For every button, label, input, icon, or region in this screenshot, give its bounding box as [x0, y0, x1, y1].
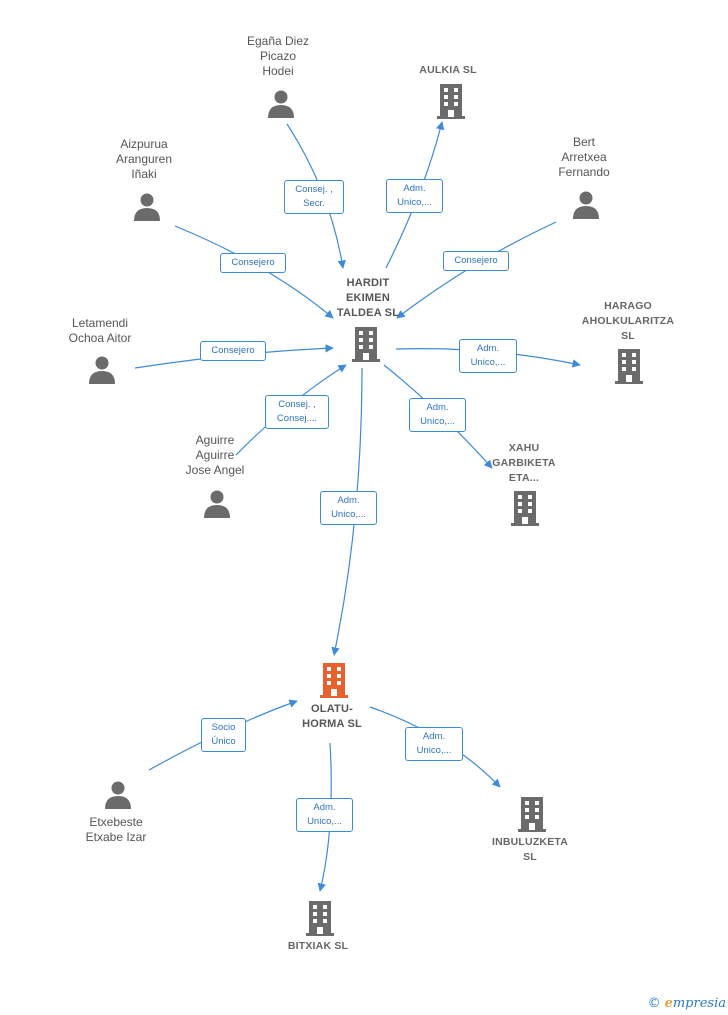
company-label-aulkia[interactable]: AULKIA SL — [419, 64, 477, 76]
person-icon[interactable] — [103, 779, 133, 809]
edge-label-consejero[interactable]: Consejero — [220, 253, 286, 273]
building-icon[interactable] — [516, 796, 548, 832]
edge-label-adm-unico[interactable]: Adm. Unico,... — [296, 798, 353, 832]
building-icon[interactable] — [613, 348, 645, 384]
person-icon[interactable] — [266, 88, 296, 118]
company-label-harago[interactable]: HARAGO AHOLKULARITZA SL — [581, 300, 675, 342]
edge-label-adm-unico[interactable]: Adm. Unico,... — [459, 339, 517, 373]
edge-label-consej-secr[interactable]: Consej. , Secr. — [284, 180, 344, 214]
person-label-egana[interactable]: Egaña Diez Picazo Hodei — [246, 34, 310, 78]
building-icon-focus[interactable] — [318, 662, 350, 698]
person-label-bert[interactable]: Bert Arretxea Fernando — [558, 135, 610, 179]
company-label-xahu[interactable]: XAHU GARBIKETA ETA... — [492, 442, 556, 484]
person-icon[interactable] — [87, 354, 117, 384]
person-label-aizpurua[interactable]: Aizpurua Aranguren Iñaki — [115, 137, 173, 181]
brand-logo-letter: e — [664, 996, 673, 1011]
brand-logo-text: mpresia — [672, 996, 726, 1011]
company-label-bitxiak[interactable]: BITXIAK SL — [287, 940, 349, 952]
person-label-letamendi[interactable]: Letamendi Ochoa Aitor — [68, 316, 132, 345]
company-label-inbuluzketa[interactable]: INBULUZKETA SL — [491, 836, 569, 863]
building-icon[interactable] — [509, 490, 541, 526]
company-label-hardit[interactable]: HARDIT EKIMEN TALDEA SL — [336, 277, 400, 319]
building-icon[interactable] — [350, 326, 382, 362]
edge-label-consej-consej[interactable]: Consej. , Consej.... — [265, 395, 329, 429]
person-icon[interactable] — [132, 191, 162, 221]
building-icon[interactable] — [304, 900, 336, 936]
person-icon[interactable] — [202, 488, 232, 518]
edge-label-socio-unico[interactable]: Socio Único — [201, 718, 246, 752]
edge-label-consejero[interactable]: Consejero — [200, 341, 266, 361]
person-icon[interactable] — [571, 189, 601, 219]
brand-footer[interactable]: ©empresia — [648, 996, 726, 1011]
edge-label-consejero[interactable]: Consejero — [443, 251, 509, 271]
person-label-etxebeste[interactable]: Etxebeste Etxabe Izar — [85, 815, 147, 844]
edge-label-adm-unico[interactable]: Adm. Unico,... — [409, 398, 466, 432]
edge-label-adm-unico[interactable]: Adm. Unico,... — [386, 179, 443, 213]
building-icon[interactable] — [435, 83, 467, 119]
person-label-aguirre[interactable]: Aguirre Aguirre Jose Angel — [185, 433, 245, 477]
edge-label-adm-unico[interactable]: Adm. Unico,... — [405, 727, 463, 761]
company-label-olatu[interactable]: OLATU- HORMA SL — [302, 703, 362, 730]
edge-label-adm-unico[interactable]: Adm. Unico,... — [320, 491, 377, 525]
copyright-icon: © — [647, 996, 661, 1011]
